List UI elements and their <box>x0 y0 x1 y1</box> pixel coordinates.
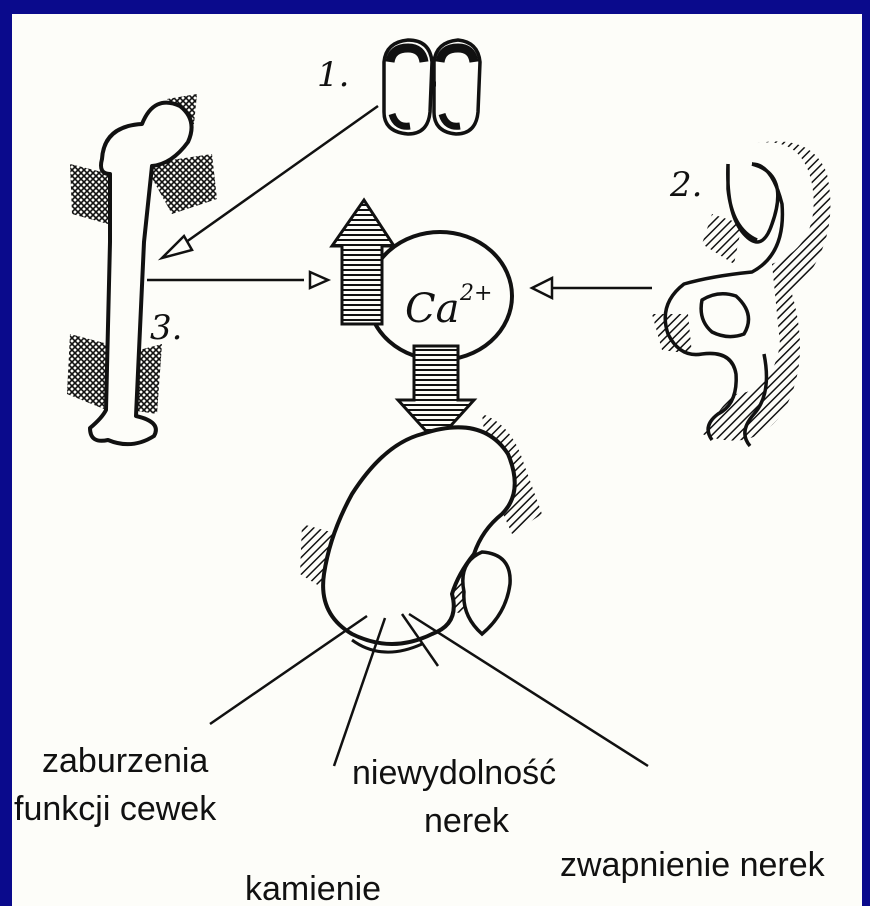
calcium-circle-icon: Ca 2+ <box>368 232 512 360</box>
calcium-symbol: Ca <box>405 286 459 332</box>
marker-1: 1. <box>317 55 349 95</box>
bone-to-calcium-arrow <box>147 272 328 288</box>
label-zwapnienie-nerek: zwapnienie nerek <box>560 848 825 882</box>
marker-3: 3. <box>150 308 182 348</box>
label-funkcji-cewek: funkcji cewek <box>14 792 216 826</box>
label-zaburzenia: zaburzenia <box>42 744 208 778</box>
marker-2: 2. <box>669 165 702 205</box>
calcium-charge: 2+ <box>459 281 492 306</box>
diagram-canvas: 1. 3. Ca 2+ <box>12 14 862 906</box>
intestine-to-calcium-arrow <box>532 278 652 298</box>
kidney-icon <box>300 414 542 652</box>
femur-bone-icon <box>67 94 217 444</box>
label-niewydolnosc: niewydolność <box>352 756 556 790</box>
label-kamienie: kamienie <box>245 872 381 906</box>
parathyroid-glands-icon <box>384 40 480 134</box>
label-nerek: nerek <box>424 804 509 838</box>
